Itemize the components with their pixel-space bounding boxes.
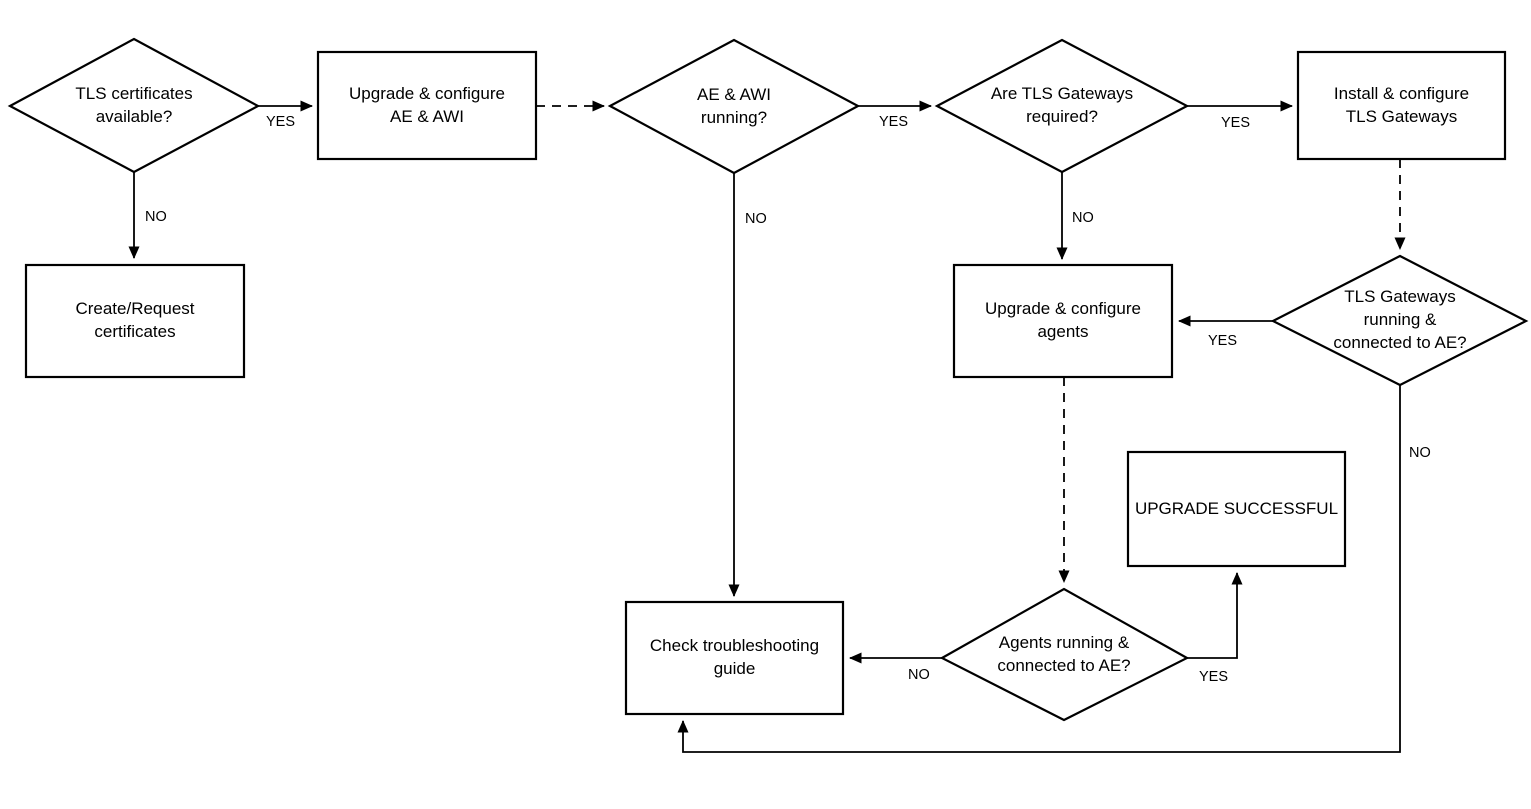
edge-label-agents-yes: YES [1199, 669, 1229, 685]
edge-label-gateways-required-yes: YES [1221, 115, 1251, 131]
edge-label-certs-yes: YES [266, 114, 296, 130]
node-check-troubleshooting-guide-shape[interactable] [624, 600, 845, 716]
edge-label-gateways-running-no: NO [1409, 445, 1431, 461]
node-upgrade-configure-ae-awi-shape[interactable] [316, 50, 538, 161]
node-tls-gateways-running-shape[interactable] [1270, 254, 1529, 387]
edge-agents-yes [1187, 571, 1243, 659]
edge-label-gateways-required-no: NO [1072, 210, 1094, 226]
edge-label-gateways-running-yes: YES [1208, 333, 1238, 349]
node-upgrade-configure-agents-shape[interactable] [952, 263, 1174, 379]
node-ae-awi-running-shape[interactable] [607, 38, 861, 175]
edge-label-certs-no: NO [145, 209, 167, 225]
edge-label-ae-awi-yes: YES [879, 114, 909, 130]
edge-label-agents-no: NO [908, 667, 930, 683]
node-agents-running-shape[interactable] [939, 587, 1190, 722]
node-upgrade-successful-shape[interactable] [1126, 450, 1347, 568]
node-are-tls-gateways-required-shape[interactable] [934, 38, 1190, 174]
node-create-request-certificates-shape[interactable] [24, 263, 246, 379]
node-install-configure-tls-gateways-shape[interactable] [1296, 50, 1507, 161]
edge-label-ae-awi-no: NO [745, 211, 767, 227]
node-tls-certificates-available-shape[interactable] [7, 37, 261, 174]
edge-gateways-running-no [677, 385, 1401, 753]
